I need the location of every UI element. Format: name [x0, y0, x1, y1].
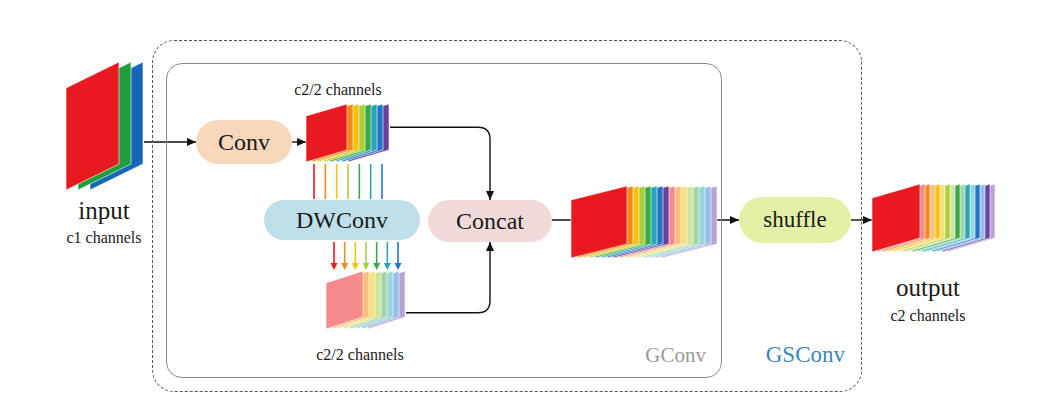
arrow-head: [373, 263, 380, 270]
feature-map-stack: [326, 271, 406, 329]
arrow-head: [341, 263, 348, 270]
channel-line: [359, 164, 361, 199]
dwconv-output-map: c2/2 channels: [326, 271, 406, 329]
shuffle-block: shuffle: [739, 197, 851, 243]
arrow-connector: [292, 141, 306, 142]
channel-count: c1 channels: [66, 229, 141, 247]
conv-output-map: c2/2 channels: [306, 104, 390, 162]
feature-slice: [872, 184, 920, 252]
channel-line: [344, 242, 346, 264]
map-name: input: [78, 197, 129, 225]
channel-line: [376, 242, 378, 264]
feature-map-stack: [872, 184, 996, 252]
channel-line: [347, 164, 349, 199]
concat-block: Concat: [428, 200, 552, 242]
arrow-head: [352, 263, 359, 270]
channel-line: [370, 164, 372, 199]
feature-map-stack: [306, 104, 390, 162]
block-label: Conv: [218, 129, 270, 155]
channel-count: c2 channels: [890, 307, 965, 325]
gconv-module: GConvConvc2/2 channelsDWConvc2/2 channel…: [166, 63, 722, 378]
gsconv-module: GSConvGConvConvc2/2 channelsDWConvc2/2 c…: [152, 40, 862, 392]
channel-line: [313, 164, 315, 199]
output-feature-map: outputc2 channels: [872, 184, 996, 252]
feature-slice: [306, 104, 347, 162]
block-label: DWConv: [296, 207, 388, 233]
arrow-head: [384, 263, 391, 270]
channel-arrows: [331, 242, 402, 270]
channel-line: [387, 242, 389, 264]
block-label: Concat: [456, 208, 524, 234]
channel-line: [365, 242, 367, 264]
arrow-head: [395, 263, 402, 270]
channel-arrows: [314, 164, 382, 199]
feature-slice: [66, 62, 119, 190]
channel-count: c2/2 channels: [316, 346, 404, 364]
input-feature-map: inputc1 channels: [66, 62, 144, 190]
arrow-head: [363, 263, 370, 270]
dwconv-block: DWConv: [264, 200, 420, 240]
module-label: GSConv: [766, 342, 845, 367]
channel-line: [355, 242, 357, 264]
block-label: shuffle: [763, 207, 826, 232]
feature-slice: [571, 186, 627, 258]
channel-line: [397, 242, 399, 264]
channel-line: [333, 242, 335, 264]
channel-count: c2/2 channels: [294, 81, 382, 99]
channel-line: [336, 164, 338, 199]
concat-feature-map: [571, 186, 717, 258]
channel-line: [381, 164, 383, 199]
channel-line: [325, 164, 327, 199]
arrow-connector: [406, 242, 490, 313]
arrow-head: [331, 263, 338, 270]
conv-block: Conv: [196, 120, 292, 164]
feature-map-stack: [66, 62, 144, 190]
arrow-connector: [390, 127, 490, 200]
map-name: output: [896, 274, 960, 302]
feature-slice: [326, 271, 363, 329]
module-label: GConv: [645, 344, 706, 367]
